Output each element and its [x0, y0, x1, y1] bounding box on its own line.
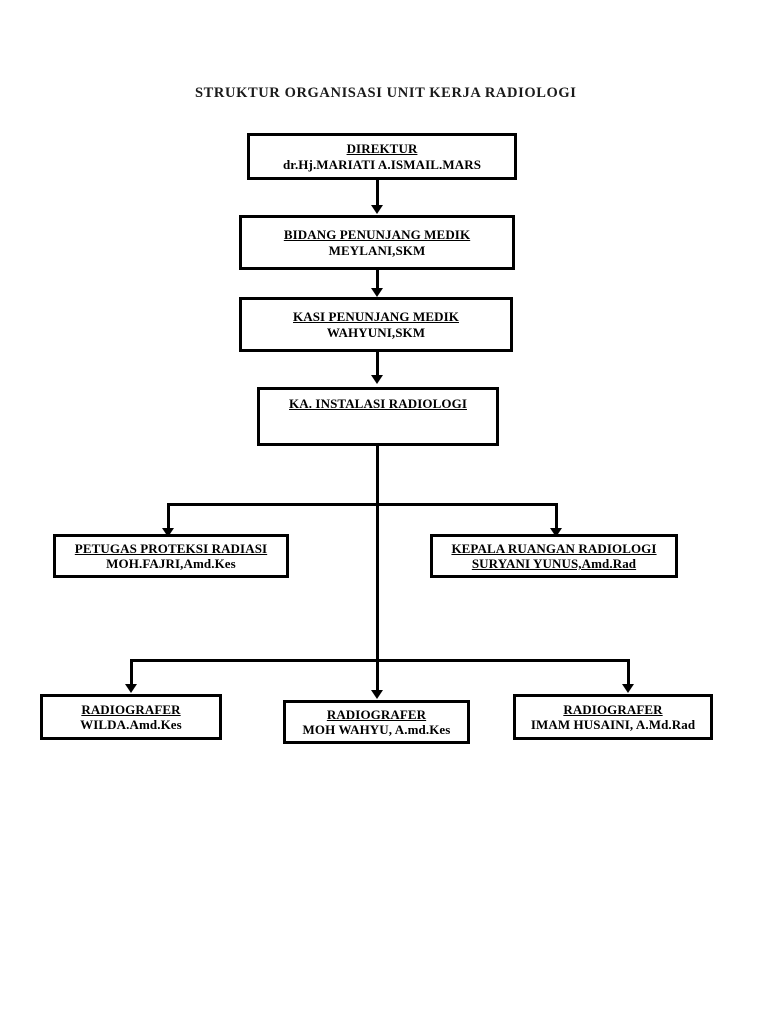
- connector-direktur-to-bidang-arrow-icon: [371, 205, 383, 214]
- page-title: STRUKTUR ORGANISASI UNIT KERJA RADIOLOGI: [195, 85, 577, 101]
- node-radiografer-1[interactable]: RADIOGRAFER WILDA.Amd.Kes: [40, 694, 222, 740]
- node-kepala-ruangan-radiologi-title: KEPALA RUANGAN RADIOLOGI: [451, 540, 657, 556]
- connector-to-petugas-proteksi-radiasi-arrow-icon: [162, 528, 174, 537]
- node-radiografer-2[interactable]: RADIOGRAFER MOH WAHYU, A.md.Kes: [283, 700, 470, 744]
- connector-kasi-to-ka-instalasi-arrow-icon: [371, 375, 383, 384]
- connector-direktur-to-bidang-line: [376, 180, 379, 207]
- connector-branch-lower-right-drop: [627, 659, 630, 686]
- connector-to-radiografer-3-arrow-icon: [622, 684, 634, 693]
- connector-branch-bus-lower: [130, 659, 630, 662]
- node-radiografer-2-name: MOH WAHYU, A.md.Kes: [302, 722, 451, 737]
- node-radiografer-3-title: RADIOGRAFER: [563, 701, 663, 717]
- connector-bidang-to-kasi-arrow-icon: [371, 288, 383, 297]
- connector-to-radiografer-1-arrow-icon: [125, 684, 137, 693]
- node-petugas-proteksi-radiasi-title: PETUGAS PROTEKSI RADIASI: [74, 540, 268, 556]
- connector-branch-upper-left-drop: [167, 503, 170, 530]
- connector-to-radiografer-2-arrow-icon: [371, 690, 383, 699]
- node-bidang-penunjang-medik-title: BIDANG PENUNJANG MEDIK: [283, 227, 471, 243]
- node-kepala-ruangan-radiologi[interactable]: KEPALA RUANGAN RADIOLOGI SURYANI YUNUS,A…: [430, 534, 678, 578]
- node-ka-instalasi-radiologi[interactable]: KA. INSTALASI RADIOLOGI: [257, 387, 499, 446]
- node-radiografer-1-title: RADIOGRAFER: [81, 701, 181, 717]
- connector-branch-upper-right-drop: [555, 503, 558, 530]
- connector-branch-lower-center-drop: [376, 659, 379, 692]
- connector-to-kepala-ruangan-radiologi-arrow-icon: [550, 528, 562, 537]
- node-kasi-penunjang-medik-title: KASI PENUNJANG MEDIK: [293, 309, 459, 325]
- node-kasi-penunjang-medik-name: WAHYUNI,SKM: [326, 324, 426, 340]
- node-radiografer-3-name: IMAM HUSAINI, A.Md.Rad: [530, 717, 696, 732]
- node-petugas-proteksi-radiasi-name: MOH.FAJRI,Amd.Kes: [106, 556, 236, 571]
- node-ka-instalasi-radiologi-title: KA. INSTALASI RADIOLOGI: [289, 396, 467, 411]
- node-bidang-penunjang-medik[interactable]: BIDANG PENUNJANG MEDIK MEYLANI,SKM: [239, 215, 515, 270]
- connector-kasi-to-ka-instalasi-line: [376, 352, 379, 377]
- node-kepala-ruangan-radiologi-name: SURYANI YUNUS,Amd.Rad: [471, 556, 637, 571]
- node-radiografer-2-title: RADIOGRAFER: [326, 706, 427, 722]
- node-radiografer-1-name: WILDA.Amd.Kes: [80, 717, 182, 732]
- node-radiografer-3[interactable]: RADIOGRAFER IMAM HUSAINI, A.Md.Rad: [513, 694, 713, 740]
- node-direktur[interactable]: DIREKTUR dr.Hj.MARIATI A.ISMAIL.MARS: [247, 133, 517, 180]
- connector-branch-bus-upper: [167, 503, 558, 506]
- connector-trunk-line: [376, 446, 379, 661]
- node-petugas-proteksi-radiasi[interactable]: PETUGAS PROTEKSI RADIASI MOH.FAJRI,Amd.K…: [53, 534, 289, 578]
- connector-bidang-to-kasi-line: [376, 270, 379, 290]
- node-direktur-title: DIREKTUR: [346, 141, 418, 157]
- node-bidang-penunjang-medik-name: MEYLANI,SKM: [328, 242, 426, 258]
- node-kasi-penunjang-medik[interactable]: KASI PENUNJANG MEDIK WAHYUNI,SKM: [239, 297, 513, 352]
- node-direktur-name: dr.Hj.MARIATI A.ISMAIL.MARS: [282, 156, 482, 172]
- connector-branch-lower-left-drop: [130, 659, 133, 686]
